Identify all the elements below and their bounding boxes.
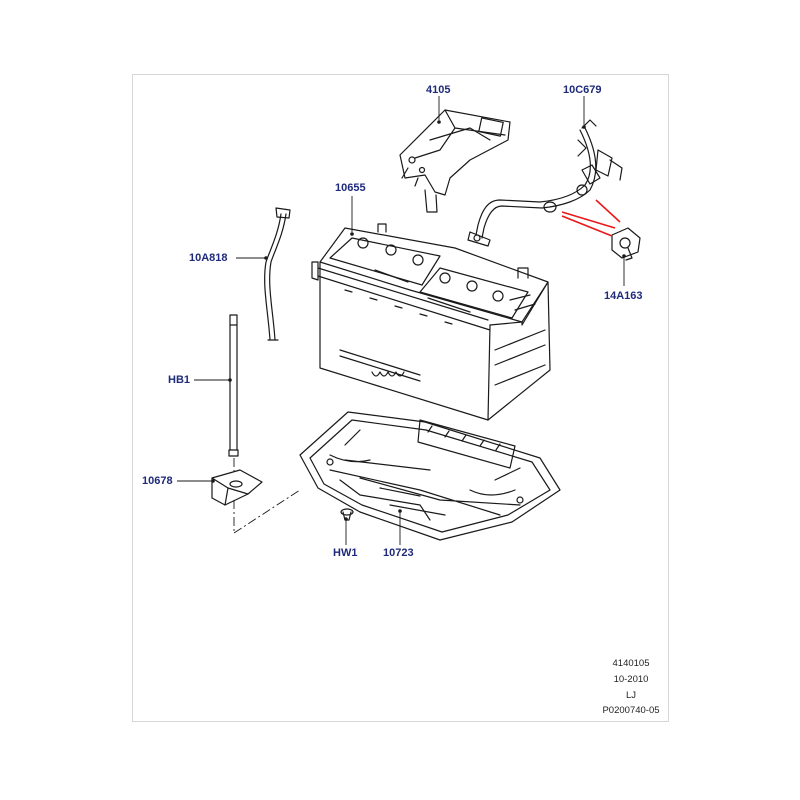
battery-clamp	[211, 469, 263, 506]
leader-dots	[211, 120, 626, 521]
callout-clamp: 10678	[142, 475, 173, 487]
callout-vent-tube: 10A818	[189, 252, 228, 264]
callout-bracket: 4105	[426, 84, 451, 96]
assembly-lines	[233, 458, 301, 534]
cable-harness	[467, 119, 623, 247]
callout-hold-down-bolt: HB1	[168, 374, 191, 386]
callout-cable-clip: 10C679	[563, 84, 602, 96]
battery	[311, 223, 551, 421]
callout-battery: 10655	[335, 182, 366, 194]
battery-bracket	[399, 109, 511, 213]
footer-date: 10-2010	[613, 674, 649, 685]
battery-sensor	[611, 227, 641, 261]
footer-part-code: P0200740-05	[602, 705, 660, 716]
callout-leaders	[177, 96, 625, 545]
vent-tube	[264, 207, 291, 341]
callout-screw: HW1	[333, 547, 358, 559]
diagram-frame	[132, 74, 669, 722]
highlight-leaders	[561, 199, 621, 237]
footer-ref-number: 4140105	[612, 658, 650, 669]
callout-sensor: 14A163	[604, 290, 643, 302]
callout-tray: 10723	[383, 547, 414, 559]
hold-down-bolt	[228, 314, 239, 457]
battery-tray	[299, 411, 561, 541]
footer-initials: LJ	[625, 690, 637, 701]
